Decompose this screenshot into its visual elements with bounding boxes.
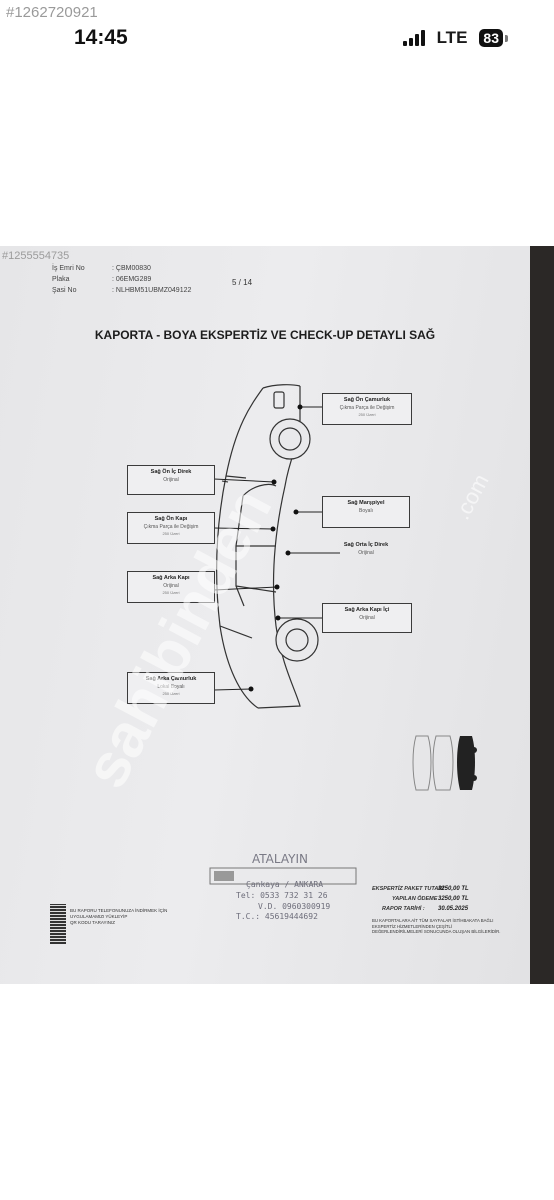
stamp-seal <box>209 867 357 885</box>
header-value: : ÇBM00830 <box>112 265 151 272</box>
signal-icon <box>402 30 425 46</box>
payment-label: EKSPERTİZ PAKET TUTARI : <box>372 886 448 892</box>
payment-label: YAPILAN ÖDEME : <box>392 896 441 902</box>
image-id: #1262720921 <box>6 4 98 21</box>
status-time: 14:45 <box>74 26 128 49</box>
header-label: Şasi No <box>52 287 77 294</box>
battery-cap <box>505 34 508 42</box>
photo-id: #1255554735 <box>2 250 70 262</box>
stamp-line: Tel: 0533 732 31 26 <box>236 891 328 900</box>
network-type: LTE <box>436 28 468 47</box>
document-title: KAPORTA - BOYA EKSPERTİZ VE CHECK-UP DET… <box>94 328 436 342</box>
footer-note: BU KAPORTALARA AİT TÜM SAYFALAR İSTİHBAK… <box>372 918 501 934</box>
car-thumbnails-icon <box>412 735 477 791</box>
stamp-line: V.D. 0960300919 <box>258 902 331 911</box>
qr-instructions: BU RAPORU TELEFONUNUZA İNDİRMEK İÇİN UYG… <box>70 908 168 925</box>
payment-label: RAPOR TARİHİ : <box>382 906 425 912</box>
stamp-name: ATALAYIN <box>252 852 308 866</box>
stamp-line: Çankaya / ANKARA <box>246 880 324 889</box>
header-label: İş Emri No <box>52 265 85 272</box>
header-label: Plaka <box>52 276 70 283</box>
payment-value: 3250,00 TL <box>438 886 469 892</box>
battery-icon: 83 <box>479 29 503 47</box>
stamp-line: T.C.: 45619444692 <box>236 912 318 921</box>
page-number: 5 / 14 <box>232 278 253 287</box>
paper-sheet: #1255554735 İş Emri No : ÇBM00830 Plaka … <box>0 246 530 984</box>
header-value: : 06EMG289 <box>112 276 152 283</box>
status-icons: LTE 83 <box>402 28 508 48</box>
car-side-diagram <box>213 384 340 709</box>
qr-code-icon <box>50 904 66 944</box>
document-photo: #1255554735 İş Emri No : ÇBM00830 Plaka … <box>0 246 554 984</box>
header-value: : NLHBM51UBMZ049122 <box>112 287 192 294</box>
payment-value: 3250,00 TL <box>438 896 469 902</box>
payment-value: 30.05.2025 <box>438 906 469 912</box>
